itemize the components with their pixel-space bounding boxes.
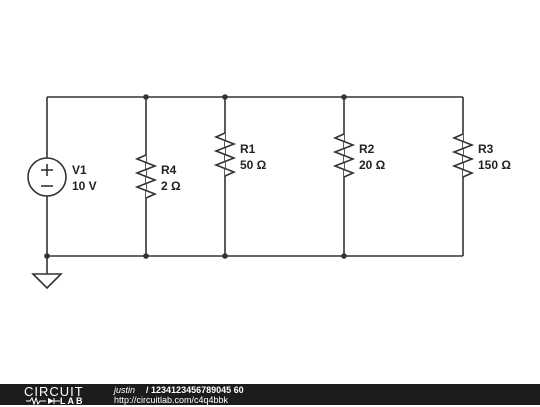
voltage-source-v1 (27, 157, 67, 197)
junction-node (143, 253, 149, 259)
footer-bar: CIRCUIT LAB justin / 1234123456789045 60… (0, 384, 540, 406)
r2-value-label: 20 Ω (359, 158, 386, 172)
resistor-r2-zigzag (332, 133, 356, 178)
r3-value-label: 150 Ω (478, 158, 511, 172)
oscilloscope-wave-icon (26, 397, 60, 405)
ground-icon (31, 273, 63, 290)
circuit-schematic: V1 10 V R4 2 Ω R1 50 Ω R2 20 Ω R3 150 Ω (27, 94, 511, 290)
resistor-r3-zigzag (451, 133, 475, 178)
author-name[interactable]: justin (114, 385, 136, 395)
junction-node (222, 94, 228, 100)
circuit-url-link[interactable]: http://circuitlab.com/c4q4bbk (114, 395, 229, 405)
junction-node (341, 253, 347, 259)
junction-node (222, 253, 228, 259)
r3-name-label: R3 (478, 142, 494, 156)
logo-text-circuit: CIRCUIT (24, 384, 84, 399)
resistor-r1-zigzag (213, 132, 237, 177)
circuitlab-logo: CIRCUIT LAB (24, 384, 84, 406)
r4-value-label: 2 Ω (161, 179, 181, 193)
junction-node (143, 94, 149, 100)
circuit-id-text: 1234123456789045 60 (151, 385, 244, 395)
r1-name-label: R1 (240, 142, 256, 156)
junction-node (44, 253, 50, 259)
r1-value-label: 50 Ω (240, 158, 267, 172)
v1-value-label: 10 V (72, 179, 97, 193)
r4-name-label: R4 (161, 163, 177, 177)
separator-text: / (146, 385, 149, 395)
circuit-id: / 1234123456789045 60 (146, 385, 244, 395)
logo-text-lab: LAB (60, 396, 85, 406)
r2-name-label: R2 (359, 142, 375, 156)
resistor-r4-zigzag (134, 154, 158, 199)
junction-node (341, 94, 347, 100)
v1-name-label: V1 (72, 163, 87, 177)
